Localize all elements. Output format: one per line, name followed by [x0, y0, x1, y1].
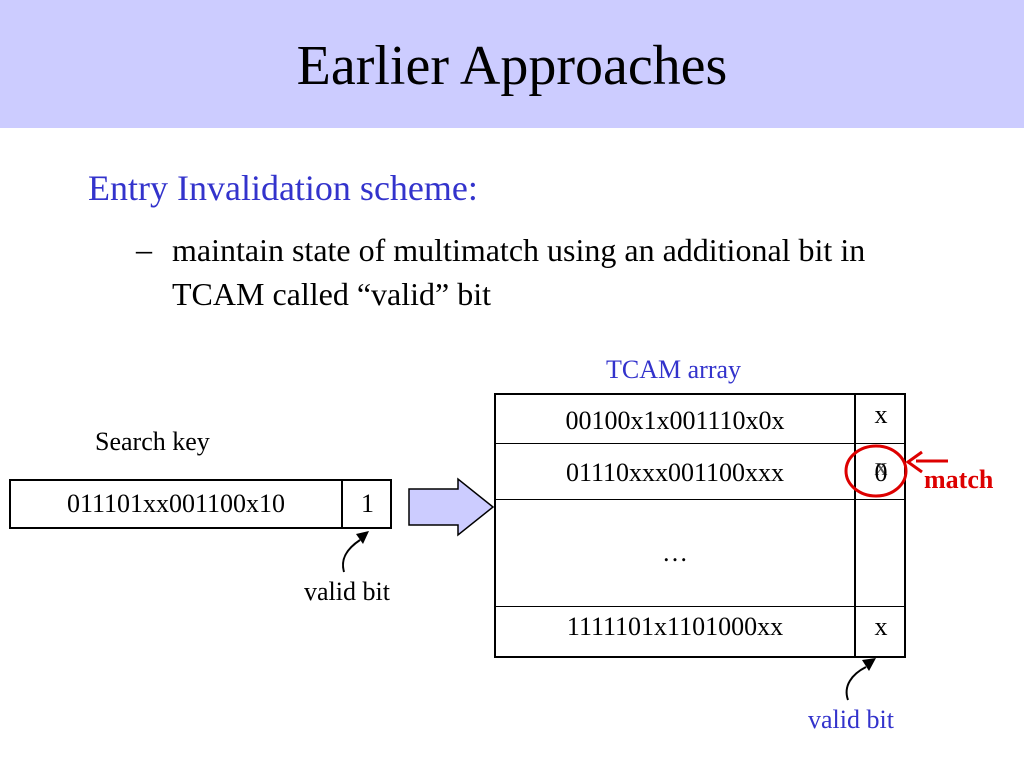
- tcam-row-divider: [496, 499, 904, 500]
- bullet-text: maintain state of multimatch using an ad…: [172, 232, 866, 312]
- tcam-row-ellipsis: …: [662, 538, 688, 567]
- tcam-row-pattern: 1111101x1101000xx: [566, 612, 784, 641]
- match-arrowhead: [905, 450, 923, 474]
- tcam-valid-arrowhead: [862, 658, 876, 671]
- slide-title: Earlier Approaches: [296, 35, 728, 97]
- match-label: match: [924, 465, 994, 494]
- tcam-row-divider: [496, 606, 904, 607]
- tcam-row-valid: x: [874, 400, 888, 429]
- title-band: [0, 0, 1024, 128]
- tcam-row-divider: [496, 443, 904, 444]
- tcam-row-valid-overwritten: x: [874, 452, 888, 481]
- search-key-valid-bit: 1: [361, 489, 374, 518]
- tcam-label: TCAM array: [606, 355, 742, 384]
- tcam-valid-column-divider: [854, 395, 856, 656]
- bullet-dash: –: [136, 231, 152, 267]
- tcam-row-pattern: 01110xxx001100xxx: [565, 458, 785, 487]
- search-key-label: Search key: [95, 427, 210, 456]
- search-key-valid-label: valid bit: [304, 577, 390, 606]
- tcam-row-pattern: 00100x1x001110x0x: [565, 406, 785, 435]
- search-key-divider: [341, 481, 343, 527]
- search-key-box: 011101xx001100x10 1: [9, 479, 392, 529]
- match-circle: [844, 444, 908, 498]
- block-arrow: [408, 477, 495, 537]
- tcam-array: 00100x1x001110x0x x 01110xxx001100xxx x …: [494, 393, 906, 658]
- tcam-valid-pointer: [845, 666, 867, 701]
- tcam-valid-label: valid bit: [808, 705, 894, 734]
- section-heading: Entry Invalidation scheme:: [88, 168, 478, 208]
- search-key-valid-pointer: [342, 539, 361, 573]
- tcam-row-valid: 0: [874, 458, 888, 487]
- tcam-row-valid: x: [874, 612, 888, 641]
- search-key-pattern: 011101xx001100x10: [66, 489, 286, 518]
- search-key-valid-arrowhead: [356, 531, 369, 544]
